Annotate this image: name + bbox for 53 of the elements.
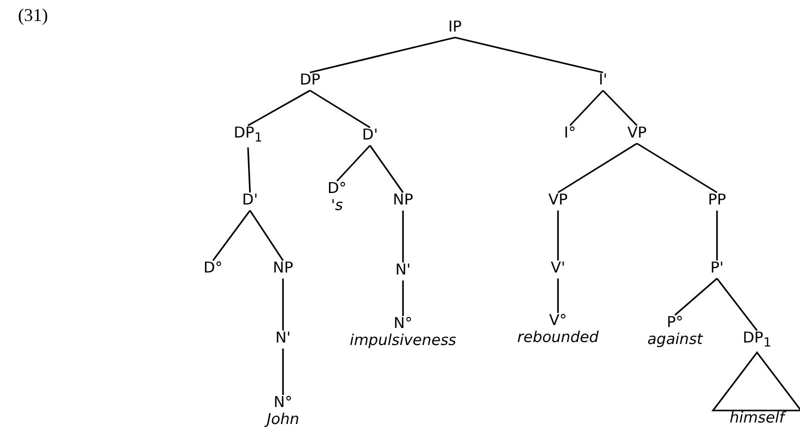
word-label: 's [330,197,344,214]
category-label: himself [730,410,784,426]
category-label: P' [710,260,724,276]
branch-line [402,210,404,262]
category-label: D° [203,260,223,276]
category-label: NP [392,192,414,208]
category-label: DP$_{1}$ [742,330,772,350]
branch-line [369,145,404,193]
category-label: V° [548,312,568,329]
category-label: DP [300,72,320,88]
branch-line [336,144,371,182]
branch-line [282,278,284,330]
category-label: PP [708,192,726,208]
category-label: I' [598,72,608,88]
branch-line [716,278,758,331]
word-label: against [647,331,703,348]
word-label: John [266,411,300,428]
category-label: N' [395,262,411,278]
branch-line [212,210,251,261]
category-label: NP [272,260,294,276]
category-label: N° [392,315,414,332]
category-label: N' [275,330,291,346]
branch-line [716,210,718,260]
branch-line [454,36,604,74]
branch-line [674,278,718,316]
category-label: P° [666,314,684,331]
category-label: VP [548,192,568,208]
category-label: V' [550,260,566,276]
branch-line [310,90,370,128]
triangle-branch [711,351,800,412]
word-label: rebounded [517,329,599,346]
branch-line [248,90,310,126]
branch-line [558,142,638,194]
category-label: I° [564,124,576,142]
branch-line [249,210,284,261]
branch-line [557,278,559,313]
category-label: N° [272,394,294,411]
branch-line [636,142,718,194]
branch-line [557,210,559,260]
category-label: D' [362,126,378,144]
category-label: IP [448,18,462,36]
word-label: impulsiveness [350,332,456,349]
branch-line [569,90,604,126]
branch-line [247,147,251,193]
example-number: (31) [18,5,48,26]
category-label: D° [327,180,347,197]
branch-line [282,348,284,395]
category-label: VP [627,124,647,142]
category-label: DP$_{1}$ [234,124,262,146]
branch-line [310,36,456,74]
branch-line [602,90,638,126]
category-label: D' [242,192,258,208]
branch-line [402,280,404,316]
